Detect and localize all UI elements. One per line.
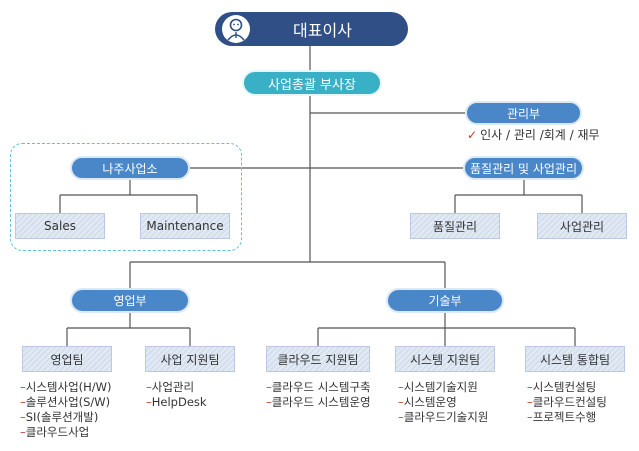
list-item: –솔루션사업(S/W) [20,395,111,409]
sales-box: Sales [15,213,105,239]
dash-bullet-icon: – [527,410,533,424]
business-support-team-label: 사업 지원팀 [160,352,220,367]
business-management-label: 사업관리 [559,219,605,234]
cloud-support-team-box: 클라우드 지원팀 [266,346,370,372]
naju-office-node: 나주사업소 [70,156,190,180]
system-integration-team-label: 시스템 통합팀 [539,352,611,367]
list-item: –사업관리 [146,380,195,394]
list-item: –HelpDesk [146,395,207,409]
dash-bullet-icon: – [398,395,404,409]
vp-label: 사업총괄 부사장 [268,77,356,93]
dash-bullet-icon: – [398,410,404,424]
maintenance-box: Maintenance [140,213,230,239]
check-icon: ✓ [467,128,478,142]
sales-division-node: 영업부 [70,288,190,313]
list-item: –시스템운영 [398,395,457,409]
management-node: 관리부 [465,101,582,125]
management-duties: ✓인사 / 관리 /회계 / 재무 [467,126,600,143]
quality-control-box: 품질관리 [410,213,500,239]
list-item: –시스템사업(H/W) [20,380,112,394]
system-integration-task-list: –시스템컨설팅 –클라우드컨설팅 –프로젝트수행 [527,380,607,425]
system-support-task-list: –시스템기술지원 –시스템운영 –클라우드기술지원 [398,380,488,425]
list-item: –프로젝트수행 [527,410,597,424]
dash-bullet-icon: – [527,395,533,409]
cloud-support-task-list: –클라우드 시스템구축 –클라우드 시스템운영 [266,380,371,410]
naju-office-label: 나주사업소 [102,161,158,176]
dash-bullet-icon: – [20,380,26,394]
ceo-node: 대표이사 [215,12,408,46]
business-management-box: 사업관리 [537,213,627,239]
list-item: –시스템기술지원 [398,380,478,394]
sales-team-label: 영업팀 [50,352,84,367]
sales-team-task-list: –시스템사업(H/W) –솔루션사업(S/W) –SI(솔루션개발) –클라우드… [20,380,112,440]
dash-bullet-icon: – [20,425,26,439]
dash-bullet-icon: – [146,395,152,409]
maintenance-label: Maintenance [146,219,224,233]
business-support-task-list: –사업관리 –HelpDesk [146,380,207,410]
quality-business-label: 품질관리 및 사업관리 [470,161,577,176]
tech-division-node: 기술부 [386,288,504,313]
system-integration-team-box: 시스템 통합팀 [525,346,625,372]
system-support-team-label: 시스템 지원팀 [409,352,481,367]
list-item: –시스템컨설팅 [527,380,597,394]
list-item: –클라우드 시스템구축 [266,380,371,394]
dash-bullet-icon: – [20,410,26,424]
management-duties-text: 인사 / 관리 /회계 / 재무 [480,128,600,142]
sales-label: Sales [44,219,76,233]
list-item: –클라우드기술지원 [398,410,489,424]
sales-team-box: 영업팀 [22,346,112,372]
list-item: –클라우드 시스템운영 [266,395,371,409]
list-item: –SI(솔루션개발) [20,410,99,424]
tech-division-label: 기술부 [428,294,462,308]
dash-bullet-icon: – [398,380,404,394]
list-item: –클라우드컨설팅 [527,395,607,409]
vp-node: 사업총괄 부사장 [242,70,382,96]
dash-bullet-icon: – [527,380,533,394]
quality-control-label: 품질관리 [432,219,478,234]
dash-bullet-icon: – [266,395,272,409]
system-support-team-box: 시스템 지원팀 [395,346,495,372]
ceo-label: 대표이사 [293,21,352,40]
naju-office-group-border [10,143,242,251]
quality-business-node: 품질관리 및 사업관리 [463,156,584,180]
list-item: –클라우드사업 [20,425,90,439]
sales-division-label: 영업부 [113,294,147,308]
cloud-support-team-label: 클라우드 지원팀 [277,352,359,367]
management-label: 관리부 [506,106,541,121]
business-support-team-box: 사업 지원팀 [145,346,235,372]
person-avatar-icon [222,15,250,43]
dash-bullet-icon: – [266,380,272,394]
dash-bullet-icon: – [146,380,152,394]
dash-bullet-icon: – [20,395,26,409]
